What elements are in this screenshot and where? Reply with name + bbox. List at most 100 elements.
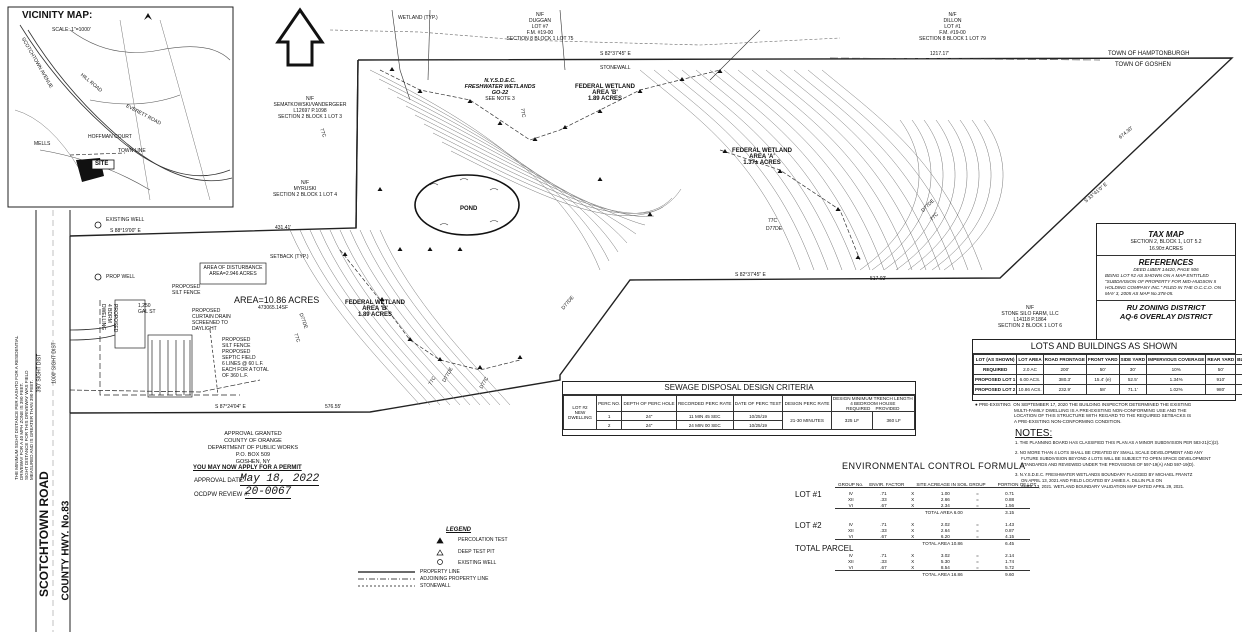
- ecf-cell: 3.02: [940, 552, 950, 558]
- sewage-cell: 10/25/19: [732, 420, 784, 430]
- contour-label: D77DE: [766, 226, 783, 232]
- ecf-total-value: 9.60: [989, 570, 1030, 577]
- lots-cell: 10.86 ACS.: [1016, 384, 1044, 395]
- ecf-total-label: TOTAL AREA 10.86: [835, 539, 966, 546]
- owner-stone-silo: N/F STONE SILO FARM, LLC L14118 P.1864 S…: [997, 305, 1063, 329]
- ecf-cell: =: [976, 521, 979, 527]
- sewage-design-rate: 21-30 MINUTES: [782, 411, 832, 430]
- sewage-cell: 2: [595, 420, 623, 430]
- overlay-district: AQ-6 OVERLAY DISTRICT: [1119, 312, 1213, 321]
- ecf-cell: .33: [880, 558, 887, 564]
- lot-2-area-sf: 473065.14SF: [258, 305, 289, 311]
- ecf-cell: 6.20: [940, 533, 950, 539]
- road-name: SCOTCHTOWN ROAD: [37, 471, 51, 597]
- lots-cell: PROPOSED LOT 1: [972, 374, 1018, 385]
- ecf-cell: X: [911, 552, 915, 558]
- ecf-header-cell: SITE ACREAGE IN SOIL GROUP: [916, 481, 986, 487]
- ecf-cell: 1.43: [1005, 521, 1015, 527]
- lots-cell: 6.00 ACS.: [1016, 374, 1044, 385]
- ecf-total-label: TOTAL AREA 6.00: [835, 508, 966, 515]
- review-number-value: 20-0067: [245, 486, 292, 499]
- tax-map-title: TAX MAP: [1148, 230, 1184, 239]
- lots-header-cell: FRONT YARD: [1085, 354, 1120, 365]
- prop-well-label: PROP WELL: [106, 274, 136, 280]
- lots-cell: 10%: [1146, 364, 1207, 375]
- contour-label: 77C: [768, 218, 778, 224]
- vicinity-mells: MELLS: [34, 141, 51, 147]
- lots-cell: 232.9': [1042, 384, 1087, 395]
- ecf-section-label: LOT #1: [795, 490, 822, 499]
- sight-distance-left: 390' SIGHT DIST: [36, 353, 43, 393]
- ecf-cell: .67: [880, 533, 887, 539]
- lots-cell: 910': [1205, 374, 1237, 385]
- septic-field-label: PROPOSED SILT FENCE PROPOSED SEPTIC FIEL…: [222, 337, 269, 379]
- owner-sematkowski: N/F SEMATKOWSKI/VANDERGEER L12697 P.1098…: [273, 96, 347, 120]
- references-line: HOLDING COMPANY INC." FILED IN THE O.C.C…: [1105, 285, 1222, 290]
- ecf-cell: VI: [848, 564, 853, 570]
- notes-title: NOTES:: [1015, 428, 1053, 439]
- lots-cell: PROPOSED LOT 2: [972, 384, 1018, 395]
- lots-cell: 1.34%: [1146, 374, 1207, 385]
- notes-panel: NOTES: 1. THE PLANNING BOARD HAS CLASSIF…: [1015, 428, 1240, 490]
- approval-permit: YOU MAY NOW APPLY FOR A PERMIT: [193, 465, 302, 471]
- lots-cell: 15.4' (e): [1085, 374, 1120, 385]
- ecf-cell: .71: [880, 521, 887, 527]
- sewage-required-length: 325 LF: [830, 411, 874, 430]
- bearing-left: S 88°19'00" E: [110, 228, 141, 234]
- ecf-cell: =: [976, 490, 979, 496]
- distance-top: 1217.17': [930, 51, 950, 57]
- vicinity-road-hoffman: HOFFMAN COURT: [88, 134, 132, 140]
- ecf-cell: IV: [848, 552, 853, 558]
- lots-cell: 50': [1085, 364, 1120, 375]
- lots-title: LOTS AND BUILDINGS AS SHOWN: [973, 340, 1235, 354]
- wetland-boundary-a: [379, 69, 721, 141]
- sewage-title: SEWAGE DISPOSAL DESIGN CRITERIA: [563, 382, 915, 395]
- lots-cell: 980': [1205, 384, 1237, 395]
- ecf-cell: 2.34: [940, 502, 950, 508]
- note-item: 3. N.Y.S.D.E.C. FRESHWATER WETLANDS BOUN…: [1015, 472, 1193, 477]
- ecf-header-cell: GROUP No.: [838, 481, 864, 487]
- sewage-header: PERC NO.: [595, 395, 623, 412]
- ecf-cell: 0.71: [1005, 490, 1015, 496]
- legend-title: LEGEND: [446, 527, 472, 533]
- distance-bottom: 576.55': [325, 404, 342, 410]
- ecf-cell: XII: [847, 558, 854, 564]
- wetland-boundary-b: [339, 249, 521, 371]
- lots-cell: 58': [1085, 384, 1120, 395]
- ecf-cell: .33: [880, 527, 887, 533]
- ecf-title: ENVIRONMENTAL CONTROL FORMULA: [842, 461, 1026, 471]
- ecf-cell: =: [976, 502, 979, 508]
- sewage-header: DEPTH OF PERC HOLE: [621, 395, 677, 412]
- note-item: APRIL 13, 2021. WETLAND BOUNDARY VALIDAT…: [1021, 484, 1185, 489]
- lots-header-cell: IMPERVIOUS COVERAGE: [1146, 354, 1207, 365]
- ecf-cell: .67: [880, 564, 887, 570]
- preexisting-note: ● PRE-EXISTING ON SEPTEMBER 17, 2020 THE…: [975, 402, 1192, 424]
- ecf-cell: =: [976, 533, 979, 539]
- vicinity-site-label: SITE: [95, 161, 109, 167]
- federal-wetland-a: FEDERAL WETLAND AREA 'A' 1.37± ACRES: [732, 148, 792, 166]
- review-number-label: OCDPW REVIEW #:: [194, 492, 250, 498]
- ecf-cell: XII: [847, 496, 854, 502]
- ecf-header-cell: PORTION OF LOT: [997, 481, 1037, 487]
- ecf-cell: XII: [847, 527, 854, 533]
- bearing-bottom: S 87°24'04" E: [215, 404, 246, 410]
- lots-cell: REQUIRED: [972, 364, 1018, 375]
- tax-map-line: SECTION 2, BLOCK 1, LOT 5.2: [1130, 239, 1202, 245]
- ecf-cell: 2.66: [940, 496, 950, 502]
- tax-map-line: 16.90± ACRES: [1149, 246, 1183, 252]
- lots-cell: 71.1': [1118, 384, 1148, 395]
- lots-cell: <35': [1235, 374, 1242, 385]
- ecf-cell: 1.74: [1005, 558, 1015, 564]
- ecf-cell: .71: [880, 490, 887, 496]
- legend-item-property-line: PROPERTY LINE: [420, 569, 460, 575]
- ecf-cell: 2.14: [1005, 552, 1015, 558]
- lots-header-cell: SIDE YARD: [1118, 354, 1148, 365]
- ecf-cell: .67: [880, 502, 887, 508]
- ecf-cell: 8.54: [940, 564, 950, 570]
- lots-header-cell: BLDG HEIGHT: [1235, 354, 1242, 365]
- sewage-header: RECORDED PERC RATE: [675, 395, 734, 412]
- ecf-section-label: LOT #2: [795, 521, 822, 530]
- lots-cell: 30': [1118, 364, 1148, 375]
- lots-cell: 2.0 AC: [1016, 364, 1044, 375]
- ecf-total-value: 6.45: [989, 539, 1030, 546]
